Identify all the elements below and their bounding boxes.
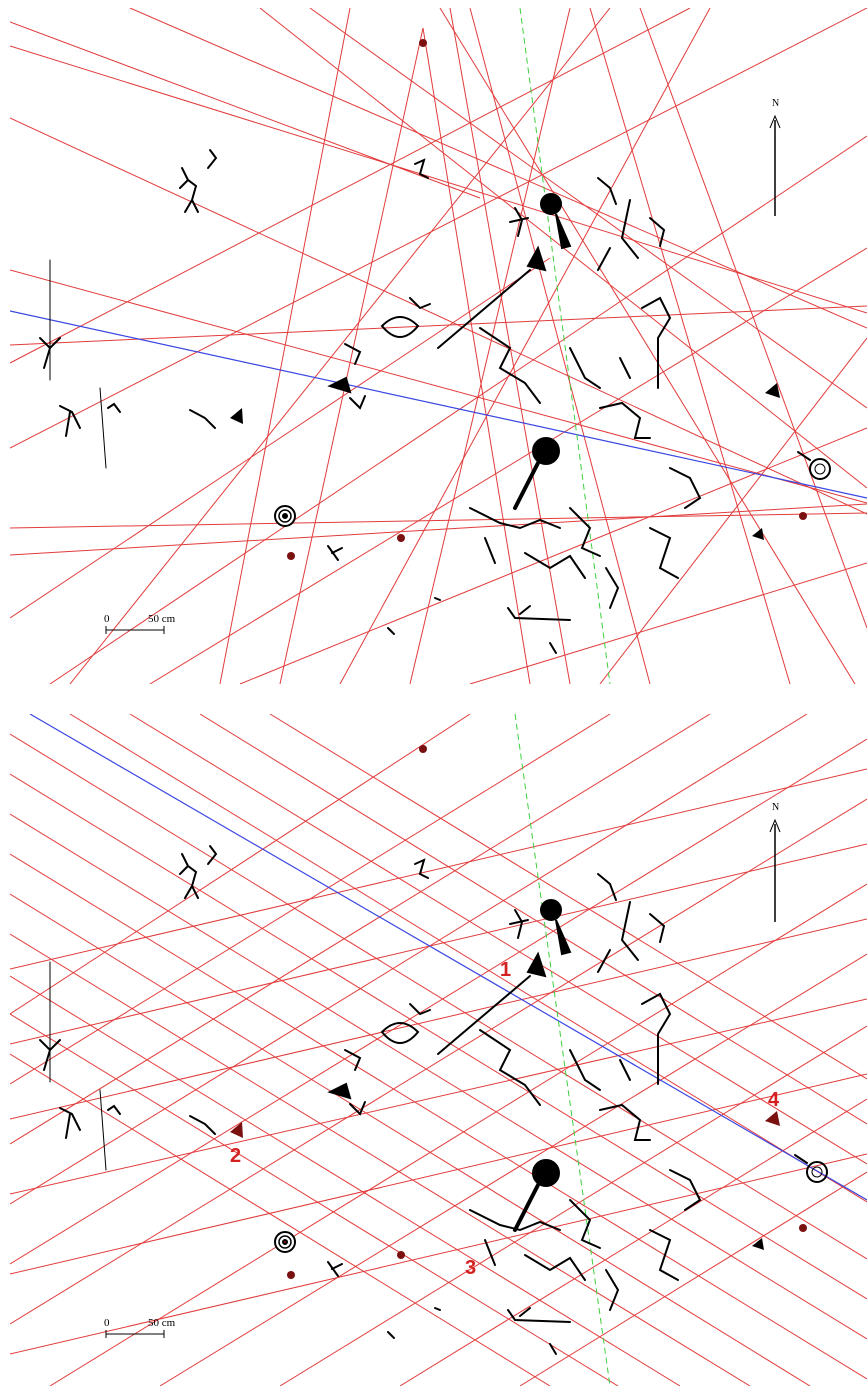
engravings: [39, 745, 828, 1355]
reference-line: [29, 714, 867, 1201]
ring-figure: [794, 1154, 828, 1183]
marker-3: 3: [465, 1257, 476, 1279]
sun-wheel-figure: [274, 505, 296, 527]
north-label: N: [772, 98, 779, 109]
top-panel: N 0 50 cm: [10, 8, 867, 684]
top-diagram: N 0 50 cm: [10, 8, 867, 684]
sightlines: [10, 8, 867, 684]
disc-figure: [540, 193, 572, 250]
north-arrow: N: [769, 802, 781, 922]
scale-bar: 0 50 cm: [104, 613, 176, 634]
axe-figure: [437, 245, 547, 349]
disc-figure: [513, 437, 560, 510]
axe-figure: [437, 951, 547, 1055]
sightlines: [10, 714, 867, 1386]
markers: 1 2 3 4: [230, 959, 780, 1279]
meridian-line: [519, 8, 611, 684]
north-arrow: N: [769, 98, 781, 216]
disc-figure: [540, 899, 572, 956]
bottom-panel: 1 2 3 4 N 0 50 cm: [10, 714, 867, 1386]
sun-wheel-figure: [274, 1231, 296, 1253]
north-label: N: [772, 802, 779, 813]
reference-line: [10, 310, 867, 499]
scale-bar: 0 50 cm: [104, 1317, 176, 1338]
disc-figure: [513, 1159, 560, 1232]
scale-label-zero: 0: [104, 1317, 110, 1329]
bottom-diagram: 1 2 3 4 N 0 50 cm: [10, 714, 867, 1386]
meridian-line: [514, 714, 611, 1386]
ring-figure: [797, 451, 831, 480]
scale-label-length: 50 cm: [148, 1317, 176, 1329]
engravings: [39, 39, 831, 654]
marker-1: 1: [500, 959, 511, 981]
scale-label-length: 50 cm: [148, 613, 176, 625]
marker-4: 4: [768, 1089, 780, 1111]
scale-label-zero: 0: [104, 613, 110, 625]
marker-2: 2: [230, 1145, 241, 1167]
